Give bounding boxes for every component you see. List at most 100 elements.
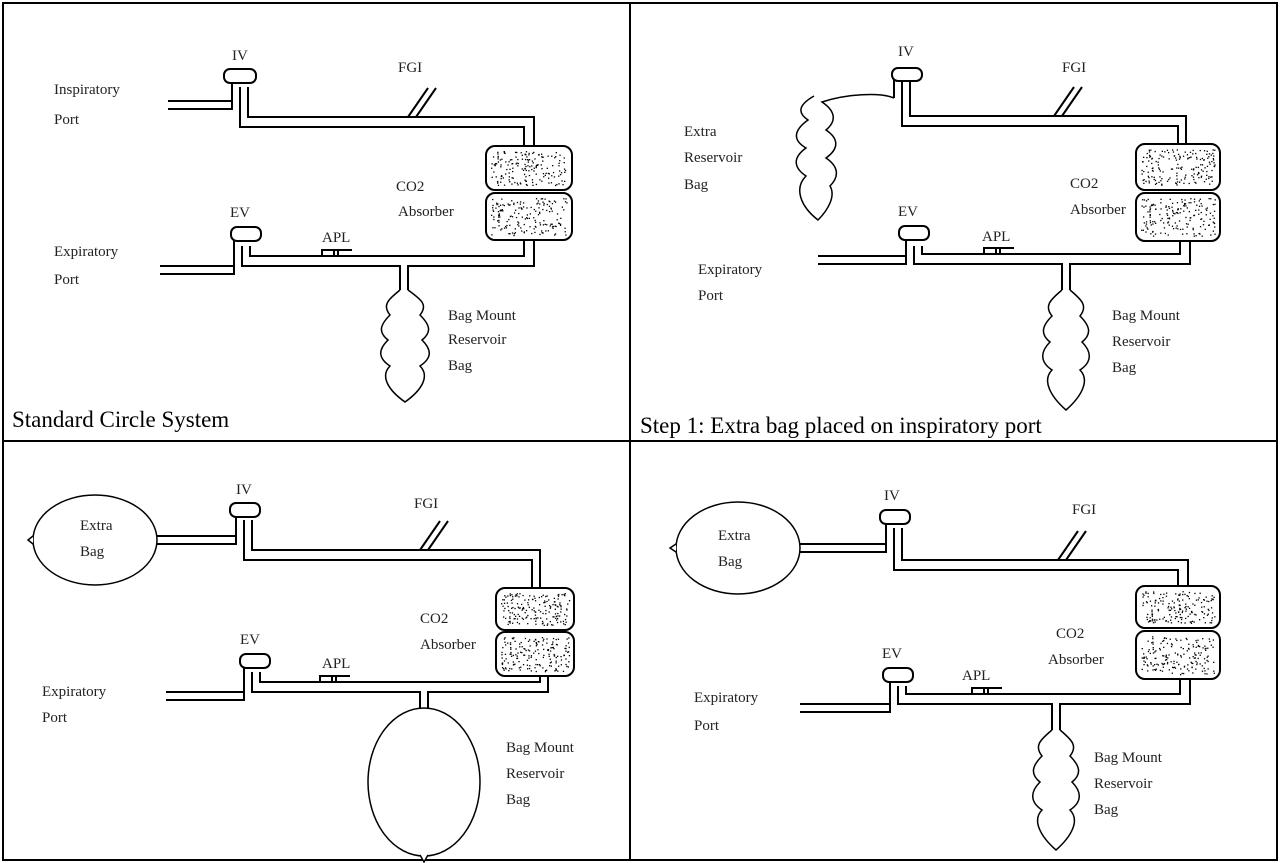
absorber-granule bbox=[1146, 165, 1148, 168]
absorber-granule bbox=[1164, 232, 1166, 235]
absorber-granule bbox=[524, 153, 526, 156]
absorber-granule bbox=[1163, 222, 1165, 224]
expiratory-port-label-line1: Expiratory bbox=[698, 262, 763, 278]
absorber-granule bbox=[1186, 668, 1189, 670]
absorber-granule bbox=[557, 655, 559, 657]
expiratory-pipe bbox=[800, 680, 891, 713]
absorber-granule bbox=[555, 152, 557, 154]
absorber-granule bbox=[1205, 647, 1207, 649]
absorber-granule bbox=[1143, 594, 1145, 596]
absorber-granule bbox=[1152, 647, 1154, 649]
absorber-granule bbox=[1200, 218, 1202, 220]
absorber-granule bbox=[1177, 212, 1179, 215]
absorber-granule bbox=[1212, 646, 1214, 648]
absorber-granule bbox=[550, 606, 552, 608]
absorber-granule bbox=[500, 210, 503, 212]
absorber-granule bbox=[1157, 164, 1159, 166]
panel-step-3: Extra Bag IV FGI CO2 Absorber EV APL Exp… bbox=[668, 488, 1221, 851]
absorber-granule bbox=[509, 224, 511, 226]
absorber-granule bbox=[1175, 211, 1178, 214]
absorber-granule bbox=[557, 598, 559, 600]
iv-label: IV bbox=[898, 44, 914, 60]
absorber-granule bbox=[511, 655, 513, 657]
absorber-granule bbox=[546, 224, 548, 226]
absorber-granule bbox=[1176, 149, 1178, 151]
absorber-granule bbox=[1161, 217, 1163, 220]
absorber-granule bbox=[492, 210, 495, 212]
absorber-granule bbox=[564, 231, 566, 233]
absorber-granule bbox=[1154, 204, 1156, 206]
absorber-granule bbox=[1154, 602, 1156, 604]
absorber-granule bbox=[1172, 209, 1174, 212]
absorber-granule bbox=[1143, 222, 1145, 224]
absorber-granule bbox=[548, 205, 551, 207]
absorber-granule bbox=[535, 183, 537, 186]
absorber-granule bbox=[1202, 224, 1205, 226]
absorber-granule bbox=[496, 181, 499, 183]
absorber-granule bbox=[509, 642, 512, 644]
absorber-granule bbox=[1195, 182, 1197, 184]
absorber-granule bbox=[528, 667, 531, 670]
absorber-granule bbox=[530, 206, 532, 209]
absorber-granule bbox=[520, 641, 522, 644]
absorber-granule bbox=[1172, 215, 1174, 217]
absorber-granule bbox=[1200, 169, 1203, 171]
absorber-granule bbox=[556, 644, 558, 646]
absorber-granule bbox=[1170, 616, 1173, 618]
absorber-granule bbox=[1168, 207, 1171, 209]
absorber-granule bbox=[1179, 616, 1181, 619]
absorber-granule bbox=[1209, 622, 1211, 624]
absorber-granule bbox=[523, 231, 525, 233]
absorber-granule bbox=[1208, 177, 1210, 180]
absorber-granule bbox=[517, 613, 519, 616]
absorber-granule bbox=[1151, 618, 1154, 620]
absorber-granule bbox=[501, 228, 503, 230]
absorber-granule bbox=[546, 624, 548, 626]
absorber-granule bbox=[1205, 214, 1207, 216]
absorber-granule bbox=[1203, 181, 1206, 183]
absorber-granule bbox=[510, 648, 512, 650]
absorber-granule bbox=[498, 221, 500, 223]
absorber-granule bbox=[1170, 661, 1172, 663]
absorber-granule bbox=[1213, 159, 1215, 161]
absorber-granule bbox=[515, 615, 517, 617]
absorber-granule bbox=[551, 210, 553, 212]
absorber-granule bbox=[1171, 600, 1174, 602]
absorber-granule bbox=[1141, 169, 1143, 172]
absorber-granule bbox=[497, 220, 499, 222]
absorber-granule bbox=[534, 650, 537, 652]
absorber-granule bbox=[1174, 617, 1176, 620]
absorber-granule bbox=[1185, 605, 1187, 608]
absorber-granule bbox=[516, 618, 519, 620]
absorber-granule bbox=[557, 594, 559, 596]
absorber-granule bbox=[1170, 606, 1172, 608]
absorber-granule bbox=[1142, 602, 1145, 604]
absorber-granule bbox=[1180, 639, 1182, 641]
absorber-granule bbox=[510, 647, 512, 649]
absorber-granule bbox=[1153, 591, 1155, 593]
absorber-granule bbox=[1151, 615, 1153, 617]
absorber-granule bbox=[524, 163, 526, 166]
absorber-granule bbox=[1212, 230, 1214, 232]
absorber-granule bbox=[507, 605, 509, 608]
absorber-granule bbox=[1178, 600, 1180, 602]
absorber-granule bbox=[1173, 602, 1175, 604]
absorber-granule bbox=[564, 227, 566, 229]
absorber-granule bbox=[1211, 598, 1213, 600]
absorber-granule bbox=[1162, 156, 1165, 158]
absorber-granule bbox=[537, 200, 540, 202]
absorber-granule bbox=[560, 604, 562, 607]
absorber-granule bbox=[497, 161, 499, 163]
absorber-granule bbox=[553, 597, 555, 599]
absorber-granule bbox=[1167, 605, 1170, 608]
absorber-granule bbox=[506, 224, 508, 227]
absorber-granule bbox=[1205, 649, 1207, 651]
absorber-granule bbox=[1203, 150, 1206, 152]
absorber-granule bbox=[540, 617, 542, 619]
absorber-granule bbox=[1153, 176, 1155, 178]
absorber-granule bbox=[1162, 603, 1164, 605]
co2-absorber bbox=[495, 587, 575, 677]
absorber-granule bbox=[539, 222, 541, 224]
absorber-granule bbox=[1143, 657, 1146, 659]
